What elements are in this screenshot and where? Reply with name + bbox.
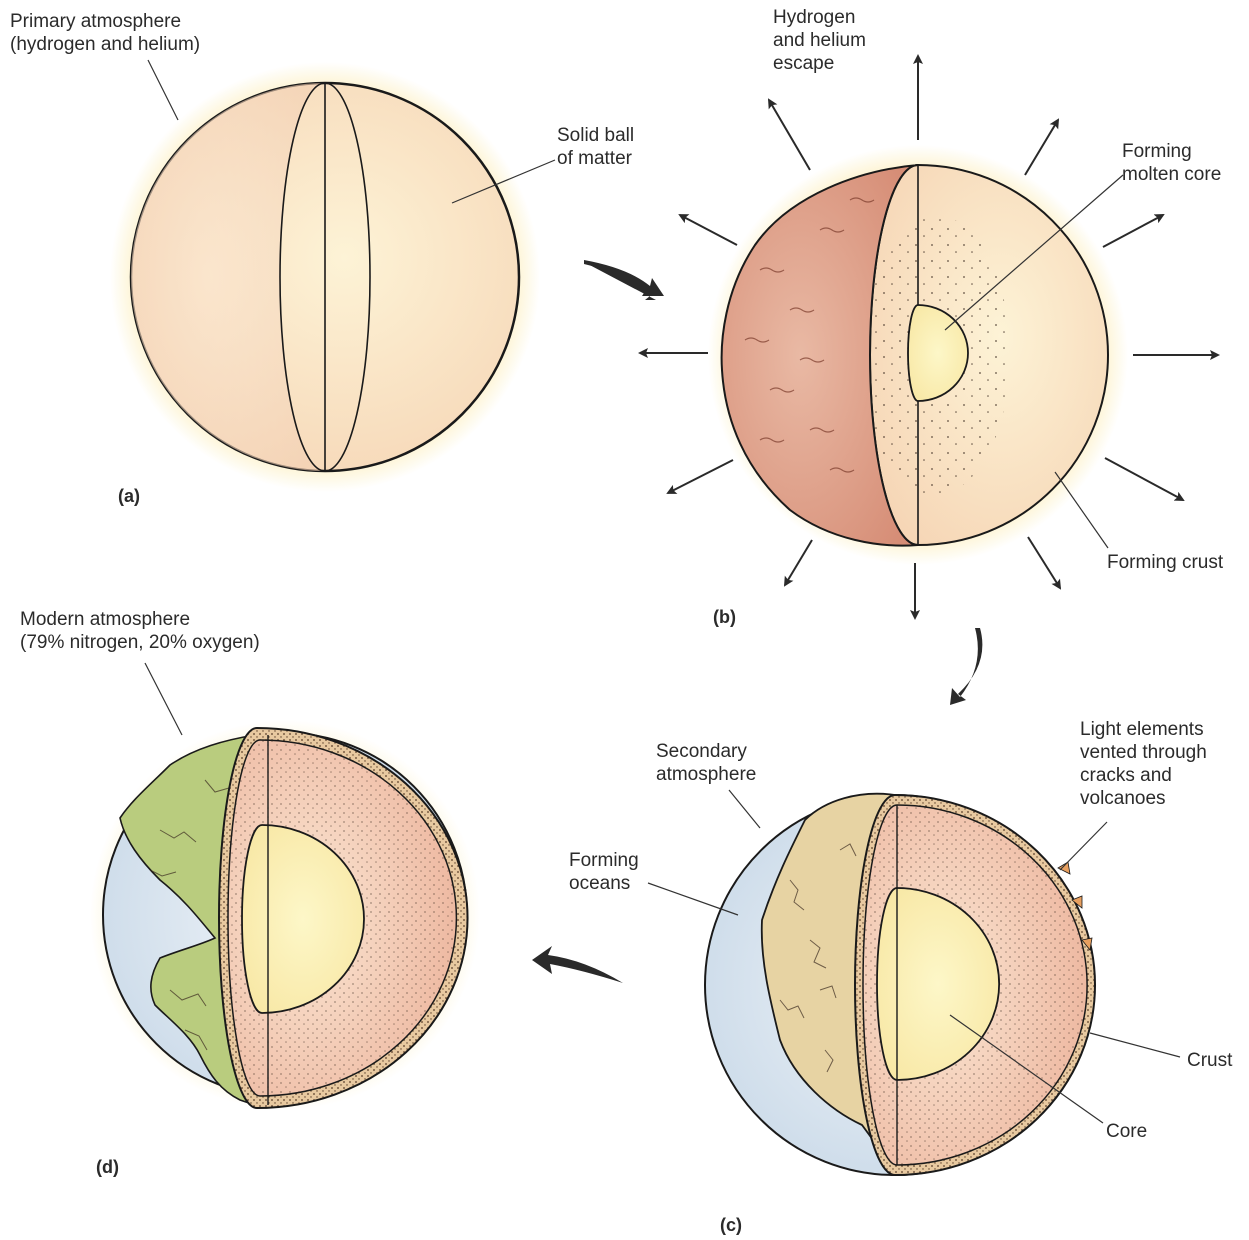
escape-arrow-left-down	[668, 460, 733, 493]
label-forming-crust: Forming crust	[1107, 551, 1223, 574]
leader-primary-atmosphere	[148, 60, 178, 120]
escape-arrow-upleft	[769, 100, 810, 170]
leader-crust	[1090, 1033, 1180, 1057]
leader-modern-atmosphere	[145, 663, 182, 735]
escape-arrow-right-down	[1105, 458, 1183, 500]
panel-label-a: (a)	[118, 486, 140, 507]
escape-arrow-left-up	[680, 215, 737, 245]
label-light-elements: Light elements vented through cracks and…	[1080, 718, 1207, 810]
flow-arrow-c-to-d	[532, 946, 623, 983]
label-gas-escape: Hydrogen and helium escape	[773, 6, 866, 75]
escape-arrow-downright	[1028, 537, 1060, 588]
panel-label-b: (b)	[713, 607, 736, 628]
escape-arrow-upright	[1025, 120, 1058, 175]
panel-a-sphere	[110, 62, 540, 492]
label-solid-ball: Solid ball of matter	[557, 124, 634, 170]
label-secondary-atmosphere: Secondary atmosphere	[656, 740, 756, 786]
label-core: Core	[1106, 1120, 1147, 1143]
flow-arrow-b-to-c	[950, 628, 982, 705]
label-modern-atmosphere: Modern atmosphere (79% nitrogen, 20% oxy…	[20, 608, 260, 654]
leader-secondary-atmosphere	[729, 790, 760, 828]
escape-arrow-right-up	[1103, 215, 1163, 247]
label-forming-core: Forming molten core	[1122, 140, 1221, 186]
panel-label-c: (c)	[720, 1215, 742, 1236]
label-forming-oceans: Forming oceans	[569, 849, 639, 895]
label-primary-atmosphere: Primary atmosphere (hydrogen and helium)	[10, 10, 200, 56]
label-crust: Crust	[1187, 1049, 1232, 1072]
panel-c-sphere	[705, 794, 1095, 1175]
leader-light-elements	[1060, 822, 1107, 870]
escape-arrow-downleft	[785, 540, 812, 585]
panel-d-sphere	[90, 720, 480, 1110]
panel-label-d: (d)	[96, 1157, 119, 1178]
